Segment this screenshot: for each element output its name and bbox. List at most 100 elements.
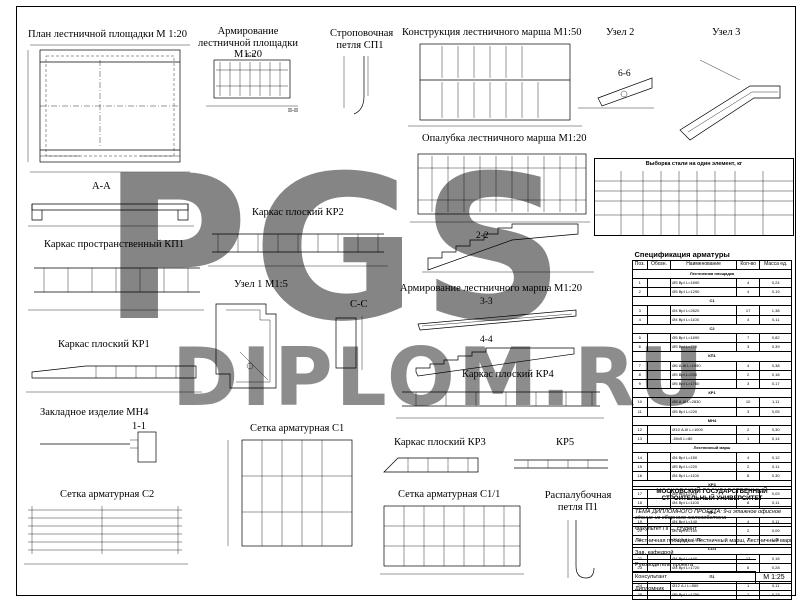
spec-group-row: КП1: [632, 351, 792, 362]
section-2-2-drawing: [422, 223, 594, 273]
spec-designation: [646, 287, 672, 298]
title-section-c-c: С-С: [350, 299, 368, 310]
consultant: Консультант: [632, 572, 756, 585]
title-block: МОСКОВСКИЙ ГОСУДАРСТВЕННЫЙ СТРОИТЕЛЬНЫЙ …: [632, 486, 792, 596]
flat-frame-kr3-drawing: [383, 457, 479, 473]
spec-qty: 2: [735, 369, 761, 380]
section-a-a-drawing: [28, 203, 194, 227]
spec-group-label: КР1: [632, 388, 792, 399]
spec-group-label: С1: [632, 296, 792, 307]
title-flat-frame-kr3: Каркас плоский КР3: [394, 437, 486, 448]
spec-designation: [646, 305, 672, 316]
drawing-scale: М 1:25: [755, 572, 792, 584]
spec-group-row: Лестничная площадка: [632, 268, 792, 279]
spec-designation: [646, 277, 672, 289]
spec-mass: 0,30: [759, 470, 792, 482]
spec-mass: 1,11: [759, 397, 792, 408]
spec-pos: 2: [632, 287, 648, 298]
spec-group-row: С1: [632, 296, 792, 307]
title-landing-plan: План лестничной площадки М 1:20: [28, 29, 187, 40]
project-topic: ТЕМА ДИПЛОМНОГО ПРОЕКТА: 9-и этажное офи…: [632, 507, 792, 525]
spec-designation: [646, 434, 672, 445]
spec-mass: 0,30: [759, 424, 792, 436]
node-3-drawing: [679, 59, 781, 141]
spec-pos: 9: [632, 378, 648, 390]
spec-designation: [646, 424, 672, 436]
title-node-2: Узел 2: [606, 27, 635, 38]
mesh-c2-drawing: [24, 506, 188, 565]
spec-name: Ø4 ВрI L=150: [670, 452, 737, 463]
title-embedded-mn4: Закладное изделие МН4: [40, 407, 149, 418]
spec-col-pos: Поз.: [632, 259, 648, 270]
section-3-3-drawing: [417, 309, 577, 331]
spec-pos: 16: [632, 470, 648, 482]
title-mesh-c2: Сетка арматурная С2: [60, 489, 155, 500]
spec-name: Ø4 ВрI L=140: [670, 516, 737, 527]
spec-group-label: КП1: [632, 351, 792, 362]
spec-qty: 4: [735, 452, 761, 463]
faculty-line: Факультет ПГС, студент: [632, 524, 792, 537]
spec-mass: 1,38: [759, 305, 792, 316]
spec-group-label: С2: [632, 323, 792, 335]
spec-pos: 3: [632, 305, 648, 316]
spec-mass: 0,11: [759, 314, 792, 325]
spec-qty: 1: [735, 434, 761, 445]
spec-col-mass: Масса ед.: [759, 259, 792, 270]
spec-qty: 10: [735, 397, 761, 408]
spec-group-row: Лестничный марш: [632, 443, 792, 454]
spec-pos: 8: [632, 369, 648, 380]
title-node-1: Узел 1 М1:5: [234, 279, 288, 290]
reinforcement-specification-table: Спецификация арматуры Поз. Обозн. Наимен…: [632, 250, 792, 600]
title-flat-frame-kr2: Каркас плоский КР2: [252, 207, 344, 218]
spec-mass: 0,38: [759, 360, 792, 371]
spec-qty: 17: [735, 305, 761, 316]
spec-name: Ø8 А-III L=2830: [670, 397, 737, 408]
head-of-dept: Зав. кафедрой: [632, 548, 756, 561]
spec-qty: 2: [735, 461, 761, 472]
flat-frame-kr2-drawing: [208, 233, 388, 267]
node-1-drawing: [215, 303, 277, 389]
spec-pos: 10: [632, 397, 648, 408]
spec-mass: 0,18: [759, 369, 792, 380]
spec-group-label: МН4: [632, 415, 792, 426]
spec-name: Ø4 ВрI L=1100: [670, 470, 737, 482]
spec-name: Ø10 А-III L=1000: [670, 424, 737, 436]
spec-pos: 11: [632, 406, 648, 417]
spec-name: Ø5 ВрI L=1760: [670, 378, 737, 390]
spec-name: Ø5 ВрI L=220: [670, 406, 737, 417]
spec-name: Ø12 А-I L=560: [670, 581, 737, 592]
title-flight-formwork: Опалубка лестничного марша М1:20: [422, 133, 587, 144]
diploma-student: Дипломник: [635, 586, 664, 593]
spec-mass: 0,12: [759, 452, 792, 463]
spec-qty: 7: [735, 332, 761, 344]
spec-group-row: КР1: [632, 388, 792, 399]
spec-caption: Спецификация арматуры: [634, 250, 730, 259]
spec-designation: [646, 314, 672, 325]
mesh-c1-1-drawing: [380, 505, 524, 575]
project-supervisor: Руководитель проекта: [632, 560, 756, 573]
spec-name: Ø5 ВрI L=1690: [670, 332, 737, 344]
steel-sample-table: Выборка стали на один элемент, кг: [594, 158, 794, 236]
spec-designation: [646, 470, 672, 482]
flight-formwork-drawing: [410, 153, 590, 223]
title-section-6-6: 6-6: [618, 69, 631, 79]
spec-name: Ø5 ВрI L=1290: [670, 287, 737, 298]
spec-group-row: МН4: [632, 415, 792, 426]
spec-name: Ø5 ВрI L=770: [670, 342, 737, 353]
spec-qty: 4: [735, 360, 761, 371]
spec-designation: [646, 378, 672, 390]
spec-mass: 0,14: [759, 434, 792, 445]
flat-frame-kr4-drawing: [396, 391, 604, 419]
kr5-drawing: [514, 459, 608, 469]
spec-designation: [646, 342, 672, 353]
spec-name: Ø5 ВрI L=1690: [670, 277, 737, 289]
spec-designation: [646, 360, 672, 371]
spec-col-qty: Кол-во: [735, 259, 761, 270]
